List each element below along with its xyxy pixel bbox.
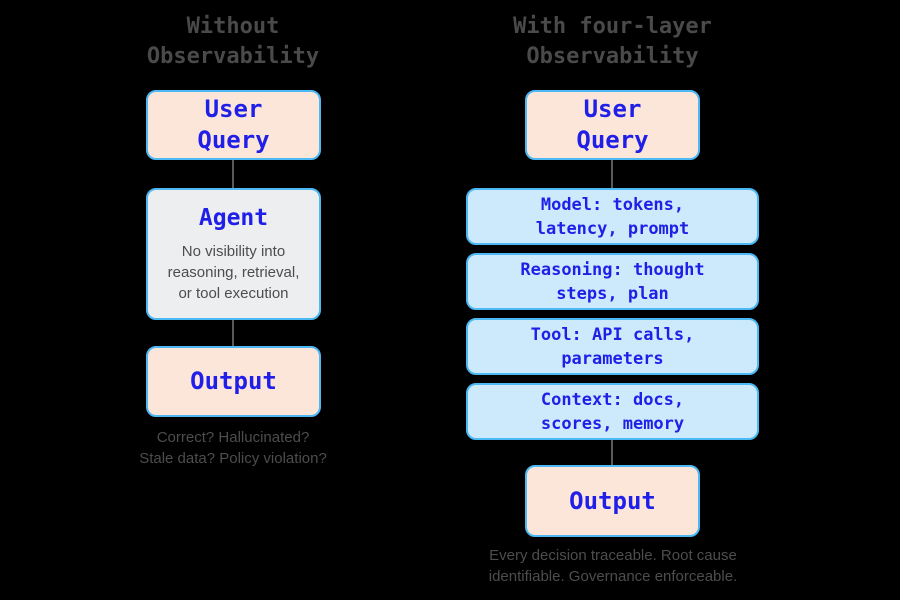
right-column-title: With four-layer Observability: [513, 14, 712, 69]
left-node-output-label: Output: [190, 367, 277, 395]
right-node-user-query-label: User Query: [576, 95, 649, 154]
right-node-layer-model-label: Model: tokens, latency, prompt: [535, 194, 690, 239]
right-connector-query-to-layers: [611, 160, 613, 188]
right-node-layer-reasoning-label: Reasoning: thought steps, plan: [520, 259, 705, 304]
right-column-caption: Every decision traceable. Root cause ide…: [488, 547, 738, 585]
right-node-user-query: User Query: [525, 90, 700, 160]
right-node-layer-model: Model: tokens, latency, prompt: [466, 188, 759, 245]
right-node-layer-reasoning: Reasoning: thought steps, plan: [466, 253, 759, 310]
left-node-agent: Agent No visibility into reasoning, retr…: [146, 188, 321, 320]
right-connector-layers-to-output: [611, 440, 613, 465]
right-node-output: Output: [525, 465, 700, 537]
left-node-agent-title: Agent: [198, 204, 269, 231]
right-node-layer-tool: Tool: API calls, parameters: [466, 318, 759, 375]
left-column-caption: Correct? Hallucinated? Stale data? Polic…: [139, 429, 327, 467]
right-node-layer-tool-label: Tool: API calls, parameters: [530, 324, 695, 369]
left-node-output: Output: [146, 346, 321, 417]
left-connector-agent-to-output: [232, 320, 234, 346]
left-node-user-query: User Query: [146, 90, 321, 160]
right-node-layer-context-label: Context: docs, scores, memory: [540, 389, 685, 434]
left-node-user-query-label: User Query: [197, 95, 270, 154]
left-node-agent-description: No visibility into reasoning, retrieval,…: [167, 242, 300, 302]
right-node-output-label: Output: [569, 486, 656, 515]
left-connector-query-to-agent: [232, 160, 234, 188]
right-node-layer-context: Context: docs, scores, memory: [466, 383, 759, 440]
left-column-title: Without Observability: [146, 14, 320, 69]
